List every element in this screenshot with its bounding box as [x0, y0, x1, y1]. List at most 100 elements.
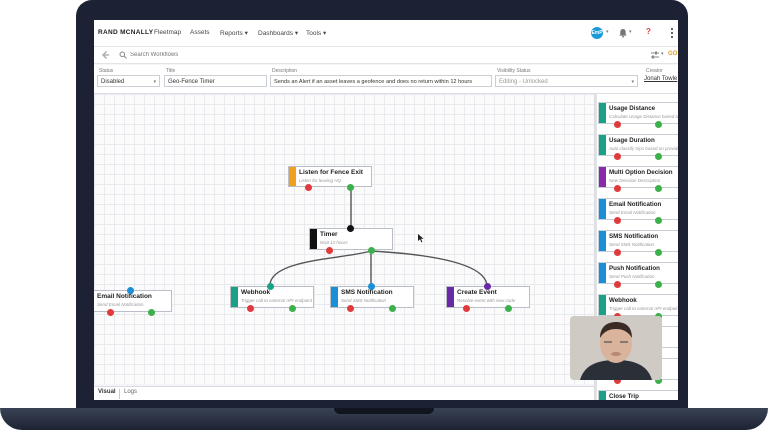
palette-node-title: Push Notification [609, 265, 660, 272]
palette-node-title: SMS Notification [609, 233, 659, 240]
palette-node-stripe [599, 391, 606, 400]
node-subtitle: Wait 12 hours [320, 240, 348, 245]
node-success-port[interactable] [505, 305, 512, 312]
palette-success-port [655, 249, 662, 256]
tab-visual[interactable]: Visual [98, 389, 116, 395]
node-error-port[interactable] [463, 305, 470, 312]
palette-node-subtitle: Auto classify trips based on provided [609, 146, 678, 151]
connector-timer-event [370, 250, 488, 287]
node-error-port[interactable] [305, 184, 312, 191]
palette-node[interactable]: Close Trip [598, 390, 678, 400]
node-success-port[interactable] [368, 247, 375, 254]
panel-scroll-track[interactable] [595, 94, 597, 400]
palette-success-port [655, 281, 662, 288]
node-success-port[interactable] [347, 184, 354, 191]
node-input-port[interactable] [484, 283, 491, 290]
node-error-port[interactable] [326, 247, 333, 254]
nav-fleetmap[interactable]: Fleetmap [154, 29, 182, 36]
nav-assets[interactable]: Assets [190, 29, 210, 36]
node-subtitle: Send SMS Notification [341, 298, 387, 303]
palette-node-stripe [599, 263, 606, 283]
creator-link[interactable]: Jonah Towle [644, 76, 678, 82]
palette-node-subtitle: Calculate Usage Distance based on [609, 114, 678, 119]
top-navigation: RAND MCNALLY Fleetmap Assets Reports ▾ D… [94, 20, 678, 47]
palette-node-subtitle: New Decision Description [609, 178, 661, 183]
node-sms-notification[interactable]: SMS Notification Send SMS Notification [330, 286, 414, 308]
status-chevron-icon: ▾ [153, 79, 156, 85]
search-input[interactable] [130, 49, 610, 60]
node-error-port[interactable] [347, 305, 354, 312]
description-label: Description [272, 68, 298, 74]
user-avatar[interactable]: EmP [591, 27, 603, 39]
node-subtitle: Resolve event with new code [457, 298, 516, 303]
help-icon[interactable]: ? [646, 27, 651, 36]
back-arrow-icon[interactable] [100, 50, 110, 60]
title-input[interactable]: Geo-Fence Timer [164, 75, 267, 87]
node-email-notification[interactable]: Email Notification Send Email Notificati… [94, 290, 172, 312]
palette-success-port [655, 121, 662, 128]
palette-node-subtitle: Send Email Notification [609, 210, 656, 215]
presenter-video [570, 316, 662, 380]
nav-tools[interactable]: Tools ▾ [306, 30, 327, 37]
node-success-port[interactable] [148, 309, 155, 316]
palette-node-title: Multi Option Decision [609, 169, 673, 176]
node-listen-fence-exit[interactable]: Listen for Fence Exit Listen for leaving… [288, 166, 372, 187]
node-create-event[interactable]: Create Event Resolve event with new code [446, 286, 530, 308]
node-success-port[interactable] [389, 305, 396, 312]
palette-success-port [655, 217, 662, 224]
go-button[interactable]: GO [668, 51, 678, 57]
nav-dashboards[interactable]: Dashboards ▾ [258, 30, 299, 37]
node-title: Create Event [457, 289, 497, 296]
palette-error-port [614, 249, 621, 256]
creator-label: Creator [646, 68, 663, 74]
description-input[interactable]: Sends an Alert if an asset leaves a geof… [270, 75, 492, 87]
laptop-notch [334, 408, 434, 414]
node-subtitle: Listen for leaving HQ [299, 178, 342, 183]
palette-node-stripe [599, 231, 606, 251]
nav-reports[interactable]: Reports ▾ [220, 30, 248, 37]
palette-error-port [614, 217, 621, 224]
palette-error-port [614, 377, 621, 384]
palette-success-port [655, 377, 662, 384]
node-input-port[interactable] [127, 287, 134, 294]
palette-node-title: Usage Distance [609, 105, 656, 112]
status-select[interactable]: Disabled▾ [97, 75, 160, 87]
more-vertical-icon[interactable] [670, 27, 674, 39]
palette-node-subtitle: Trigger call to external API endpoint [609, 306, 678, 311]
node-input-port[interactable] [368, 283, 375, 290]
palette-node-stripe [599, 167, 606, 187]
node-success-port[interactable] [289, 305, 296, 312]
node-type-stripe [447, 287, 454, 307]
node-error-port[interactable] [247, 305, 254, 312]
node-type-stripe [310, 229, 317, 249]
node-subtitle: Send Email Notification [97, 302, 144, 307]
title-label: Title [166, 68, 176, 74]
node-type-stripe [289, 167, 296, 186]
tab-logs[interactable]: Logs [124, 389, 138, 395]
node-input-port[interactable] [267, 283, 274, 290]
bell-chevron-icon[interactable]: ▾ [629, 29, 632, 35]
avatar-chevron-icon[interactable]: ▾ [606, 29, 609, 35]
palette-node-title: Email Notification [609, 201, 662, 208]
filter-sliders-icon[interactable] [650, 50, 660, 60]
palette-node-subtitle: Send SMS Notification [609, 242, 655, 247]
palette-node-stripe [599, 103, 606, 123]
visibility-select[interactable]: Editing - Unlocked▾ [495, 75, 638, 87]
bell-icon[interactable] [618, 28, 628, 38]
workflow-canvas[interactable]: Listen for Fence Exit Listen for leaving… [94, 94, 594, 384]
palette-success-port [655, 185, 662, 192]
node-input-port[interactable] [347, 225, 354, 232]
brand-logo[interactable]: RAND MCNALLY [98, 29, 154, 36]
search-bar: ▾ GO [94, 47, 678, 64]
laptop-base [0, 408, 768, 430]
node-error-port[interactable] [107, 309, 114, 316]
mouse-cursor-icon [418, 234, 424, 243]
filter-chevron-icon[interactable]: ▾ [661, 51, 664, 57]
